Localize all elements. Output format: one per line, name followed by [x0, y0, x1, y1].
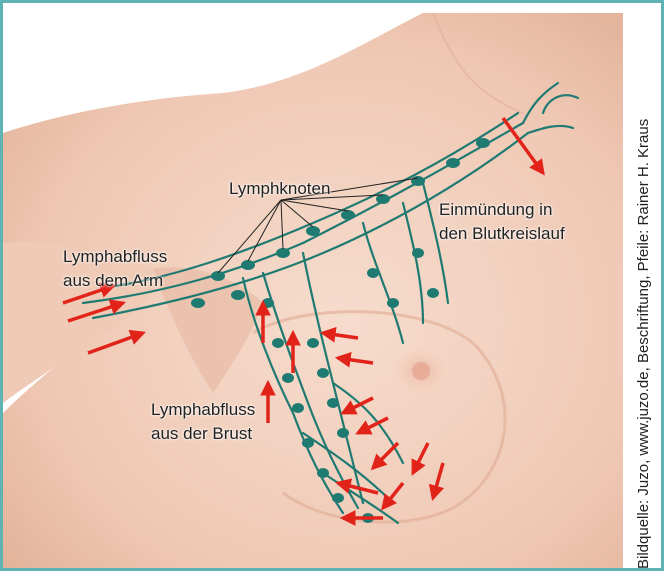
label-lymphabfluss-brust: Lymphabfluss aus der Brust — [151, 398, 255, 446]
label-einmuendung-line1: Einmündung in — [439, 198, 565, 222]
label-lymphabfluss-arm: Lymphabfluss aus dem Arm — [63, 245, 167, 293]
label-arm-line1: Lymphabfluss — [63, 245, 167, 269]
nipple — [412, 362, 430, 380]
label-brust-line1: Lymphabfluss — [151, 398, 255, 422]
label-lymphknoten: Lymphknoten — [229, 178, 330, 200]
image-credit: Bildquelle: Juzo, www.juzo.de, Beschrift… — [633, 9, 655, 569]
label-einmuendung: Einmündung in den Blutkreislauf — [439, 198, 565, 246]
label-arm-line2: aus dem Arm — [63, 269, 167, 293]
label-brust-line2: aus der Brust — [151, 422, 255, 446]
label-einmuendung-line2: den Blutkreislauf — [439, 222, 565, 246]
